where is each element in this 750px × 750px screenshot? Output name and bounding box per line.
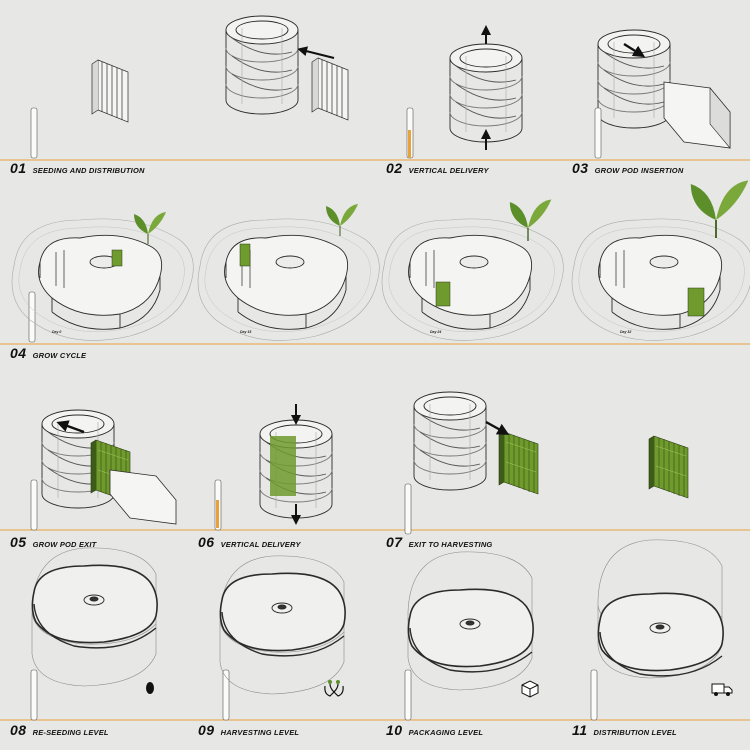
level-sensor (404, 669, 412, 721)
grow-pod-green (270, 436, 296, 496)
step-title: EXIT TO HARVESTING (408, 540, 493, 549)
step-title: VERTICAL DELIVERY (220, 540, 301, 549)
step-label-02: 02 VERTICAL DELIVERY (386, 160, 489, 176)
step-number: 03 (572, 160, 589, 176)
step-number: 07 (386, 534, 403, 550)
level-sensor (590, 669, 598, 721)
step-11-graphic (590, 539, 733, 721)
grow-pod-green (111, 249, 123, 267)
level-sensor (30, 479, 38, 531)
step-08-graphic (30, 547, 158, 721)
step-09-graphic (219, 555, 346, 721)
level-sensor (28, 291, 36, 343)
package-box-icon (521, 680, 539, 698)
step-label-10: 10 PACKAGING LEVEL (386, 722, 483, 738)
step-title: RE-SEEDING LEVEL (32, 728, 109, 737)
level-sensor (404, 483, 412, 535)
step-01-graphic (30, 59, 129, 159)
tower (449, 43, 523, 143)
step-label-04: 04 GROW CYCLE (10, 345, 86, 361)
step-title: HARVESTING LEVEL (220, 728, 300, 737)
seed-icon (146, 682, 154, 694)
step-number: 09 (198, 722, 215, 738)
step-02-graphic (225, 15, 523, 159)
young-plant-icon (509, 198, 553, 242)
tower (225, 15, 299, 115)
step-04-graphic (11, 179, 750, 343)
grow-pod-green (687, 287, 705, 317)
seedling-icon (325, 203, 359, 237)
grow-pod-green (648, 435, 689, 499)
step-number: 05 (10, 534, 27, 550)
level-indicator (408, 130, 411, 158)
step-number: 01 (10, 160, 27, 176)
step-label-03: 03 GROW POD INSERTION (572, 160, 683, 176)
step-number: 11 (572, 722, 588, 738)
grow-pod-green (239, 243, 251, 267)
grow-day-label: Day 32 (620, 330, 632, 334)
tower (413, 391, 487, 491)
level-sensor (30, 669, 38, 721)
step-title: GROW CYCLE (32, 351, 87, 360)
grow-pod-green (435, 281, 451, 307)
step-10-graphic (404, 551, 539, 721)
step-label-08: 08 RE-SEEDING LEVEL (10, 722, 109, 738)
grow-loop (11, 218, 194, 341)
harvest-hands-icon (324, 680, 344, 697)
step-number: 10 (386, 722, 403, 738)
step-label-05: 05 GROW POD EXIT (10, 534, 96, 550)
step-number: 02 (386, 160, 403, 176)
grow-pod (91, 59, 129, 123)
step-number: 08 (10, 722, 27, 738)
step-number: 04 (10, 345, 27, 361)
grow-day-label: Day 0 (52, 330, 62, 334)
grow-pod (311, 57, 349, 121)
transfer-cart (109, 469, 177, 525)
arrow-icon (485, 420, 510, 435)
step-title: GROW POD INSERTION (594, 166, 684, 175)
grow-loop (197, 218, 380, 341)
step-title: GROW POD EXIT (32, 540, 97, 549)
level-sensor (30, 107, 38, 159)
step-number: 06 (198, 534, 215, 550)
delivery-truck-icon (711, 683, 733, 696)
grow-day-label: Day 15 (240, 330, 252, 334)
grow-day-label: Day 24 (430, 330, 442, 334)
step-05-graphic (30, 409, 177, 531)
level-indicator (216, 500, 219, 528)
arrow-icon (297, 46, 335, 59)
floor-level (31, 564, 158, 649)
grow-loop (571, 218, 750, 341)
floor-level (597, 592, 724, 677)
step-title: DISTRIBUTION LEVEL (593, 728, 677, 737)
step-title: VERTICAL DELIVERY (408, 166, 489, 175)
grow-loop (381, 218, 564, 341)
arrow-icon (623, 42, 646, 58)
step-03-graphic (594, 29, 731, 159)
step-label-01: 01 SEEDING AND DISTRIBUTION (10, 160, 145, 176)
grow-pod-green (498, 431, 539, 495)
step-07-graphic (404, 391, 689, 535)
step-title: SEEDING AND DISTRIBUTION (32, 166, 145, 175)
step-label-11: 11 DISTRIBUTION LEVEL (572, 722, 677, 738)
step-label-07: 07 EXIT TO HARVESTING (386, 534, 492, 550)
step-label-09: 09 HARVESTING LEVEL (198, 722, 299, 738)
step-title: PACKAGING LEVEL (408, 728, 484, 737)
seedling-icon (133, 211, 167, 245)
floor-level (407, 588, 534, 673)
level-sensor (594, 107, 602, 159)
step-label-06: 06 VERTICAL DELIVERY (198, 534, 301, 550)
arrow-icon (56, 420, 85, 434)
divider-lines (0, 159, 750, 721)
step-06-graphic (214, 404, 333, 531)
floor-level (219, 572, 346, 657)
tower (597, 29, 671, 129)
